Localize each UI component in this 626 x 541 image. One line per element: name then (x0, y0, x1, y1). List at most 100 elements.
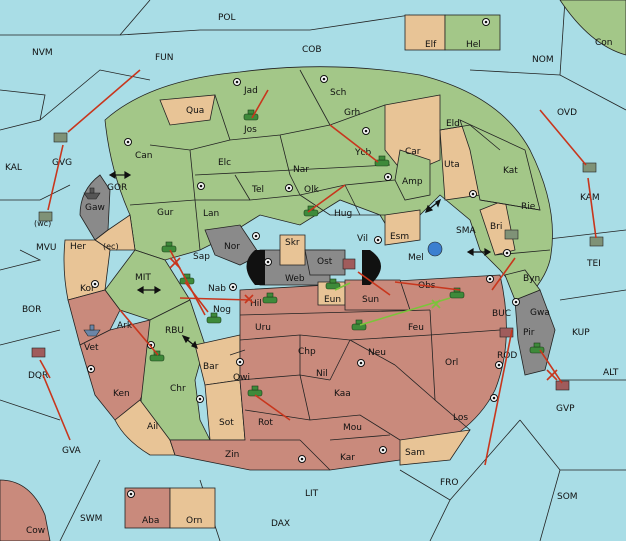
land-label-neu: Neu (368, 348, 386, 358)
sea-label-mvu: MVU (36, 243, 57, 253)
land-center (204, 224, 411, 311)
supply-center-aba (127, 490, 135, 498)
land-label-sch: Sch (330, 88, 346, 98)
land-label-her: Her (70, 242, 86, 252)
fleet-unit-kam (582, 162, 597, 173)
sea-label-gor: GOR (107, 183, 127, 193)
land-label-rie: Rie (521, 202, 536, 212)
army-unit-sap (161, 241, 177, 253)
sea-label-nvm: NVM (32, 48, 53, 58)
land-label-chr: Chr (170, 384, 186, 394)
sea-label-mit: MIT (135, 273, 151, 283)
supply-center-nor (252, 232, 260, 240)
fleet-unit-mvu (38, 211, 53, 222)
land-label-hil: Hil (250, 299, 262, 309)
sea-label-nom: NOM (532, 55, 554, 65)
supply-center-vil (374, 236, 382, 244)
sea-label-alt: ALT (603, 368, 619, 378)
sea-label-kal: KAL (5, 163, 22, 173)
sea-label-kup: KUP (572, 328, 590, 338)
supply-center-chr (147, 341, 155, 349)
land-south (114, 274, 507, 471)
sea-label-fun: FUN (155, 53, 174, 63)
land-label-con: Con (595, 38, 613, 48)
supply-center-byn (486, 275, 494, 283)
land-label-kaa: Kaa (334, 389, 351, 399)
land-label-nil: Nil (316, 369, 328, 379)
land-label-web: Web (285, 274, 305, 284)
fleet-unit-ost (342, 258, 356, 270)
army-unit-uru (351, 319, 367, 331)
fleet-unit-sma (504, 229, 519, 240)
land-label-grh: Grh (344, 108, 360, 118)
land-label-nar: Nar (293, 165, 309, 175)
land-label-sam: Sam (405, 448, 425, 458)
order-arrows (39, 69, 597, 466)
sea-label-swm: SWM (80, 514, 102, 524)
sea-label-gva: GVA (62, 446, 82, 456)
land-label-car: Car (405, 147, 421, 157)
north-internal-borders (129, 69, 551, 256)
cancel-marks (169, 257, 558, 381)
supply-center-mou (298, 455, 306, 463)
supply-center-web (264, 258, 272, 266)
supply-center-sot (196, 395, 204, 403)
land-label-kar: Kar (340, 453, 355, 463)
fleet-unit-gaw (83, 187, 101, 200)
land-label-rot: Rot (258, 418, 273, 428)
supply-center-jad (233, 78, 241, 86)
land-right-arm (504, 269, 556, 376)
supply-center-elc (197, 182, 205, 190)
land-label-esm: Esm (390, 232, 409, 242)
land-north (104, 66, 553, 301)
land-label-pir: Pir (523, 328, 535, 338)
land-label-bri: Bri (490, 222, 502, 232)
south-internal-borders (229, 309, 501, 471)
supply-center-qwi (236, 358, 244, 366)
land-label-elc: Elc (218, 158, 231, 168)
land-label-byn: Byn (523, 274, 540, 284)
land-labels: Jad Sch Qua Jos Grh Eld Can Ycb Car Uta … (26, 38, 613, 536)
land-label-feu: Feu (408, 323, 424, 333)
units[interactable] (31, 109, 604, 397)
land-label-vil: Vil (357, 234, 368, 244)
land-label-ycb: Ycb (354, 148, 371, 158)
supply-center-bri (503, 249, 511, 257)
sea-label-lit: LIT (305, 489, 319, 499)
land-label-gaw: Gaw (85, 203, 105, 213)
land-label-bar: Bar (203, 362, 219, 372)
supply-centers[interactable] (87, 18, 520, 498)
land-label-skr: Skr (285, 238, 300, 248)
supply-center-sch (320, 75, 328, 83)
land-label-nor: Nor (224, 242, 240, 252)
land-label-lan: Lan (203, 209, 219, 219)
land-label-hel: Hel (466, 40, 481, 50)
sea-label-gvp: GVP (556, 404, 575, 414)
land-label-her-ec: (ec) (103, 242, 119, 251)
land-label-orn: Orn (186, 516, 202, 526)
army-unit-ycb (374, 155, 390, 167)
land-west (63, 174, 191, 421)
land-label-ark: Ark (117, 321, 133, 331)
land-label-jad: Jad (243, 86, 258, 96)
sea-label-kam: KAM (580, 193, 600, 203)
army-unit-nog (206, 312, 222, 324)
supply-center-kar (379, 446, 387, 454)
supply-center-ycb (384, 173, 392, 181)
land-label-kor: Kor (80, 284, 95, 294)
land-label-ost: Ost (317, 257, 333, 267)
sea-labels: POL COB NVM FUN NOM OVD KAL GVG GOR MVU … (5, 13, 619, 529)
fleet-unit-buc (499, 327, 514, 338)
army-unit-jos (243, 109, 259, 121)
supply-center-pir (512, 298, 520, 306)
land-label-mou: Mou (343, 423, 362, 433)
land-label-gur: Gur (157, 208, 174, 218)
sea-label-bor: BOR (22, 305, 41, 315)
sea-label-tei: TEI (586, 259, 601, 269)
supply-center-grh (362, 127, 370, 135)
fleet-unit-tei (589, 236, 604, 247)
land-label-nog: Nog (213, 305, 231, 315)
sea-label-gvg: GVG (52, 158, 72, 168)
